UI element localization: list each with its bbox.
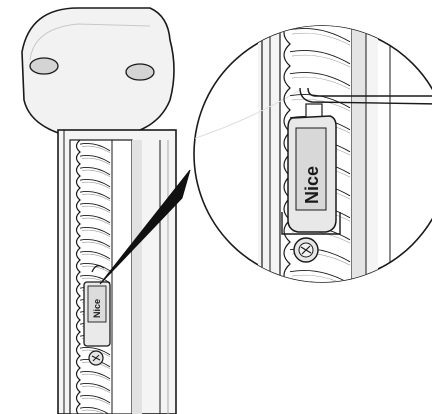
brand-label-zoom: Nice: [302, 166, 322, 204]
zoom-pointer: [99, 169, 191, 285]
zoom-detail: Nice: [193, 25, 432, 283]
cap-hole-right: [125, 63, 155, 81]
cap-hole-left: [29, 57, 59, 75]
brand-label-small: Nice: [92, 299, 102, 318]
cable: [299, 87, 432, 105]
sensor-small: Nice: [83, 265, 111, 366]
